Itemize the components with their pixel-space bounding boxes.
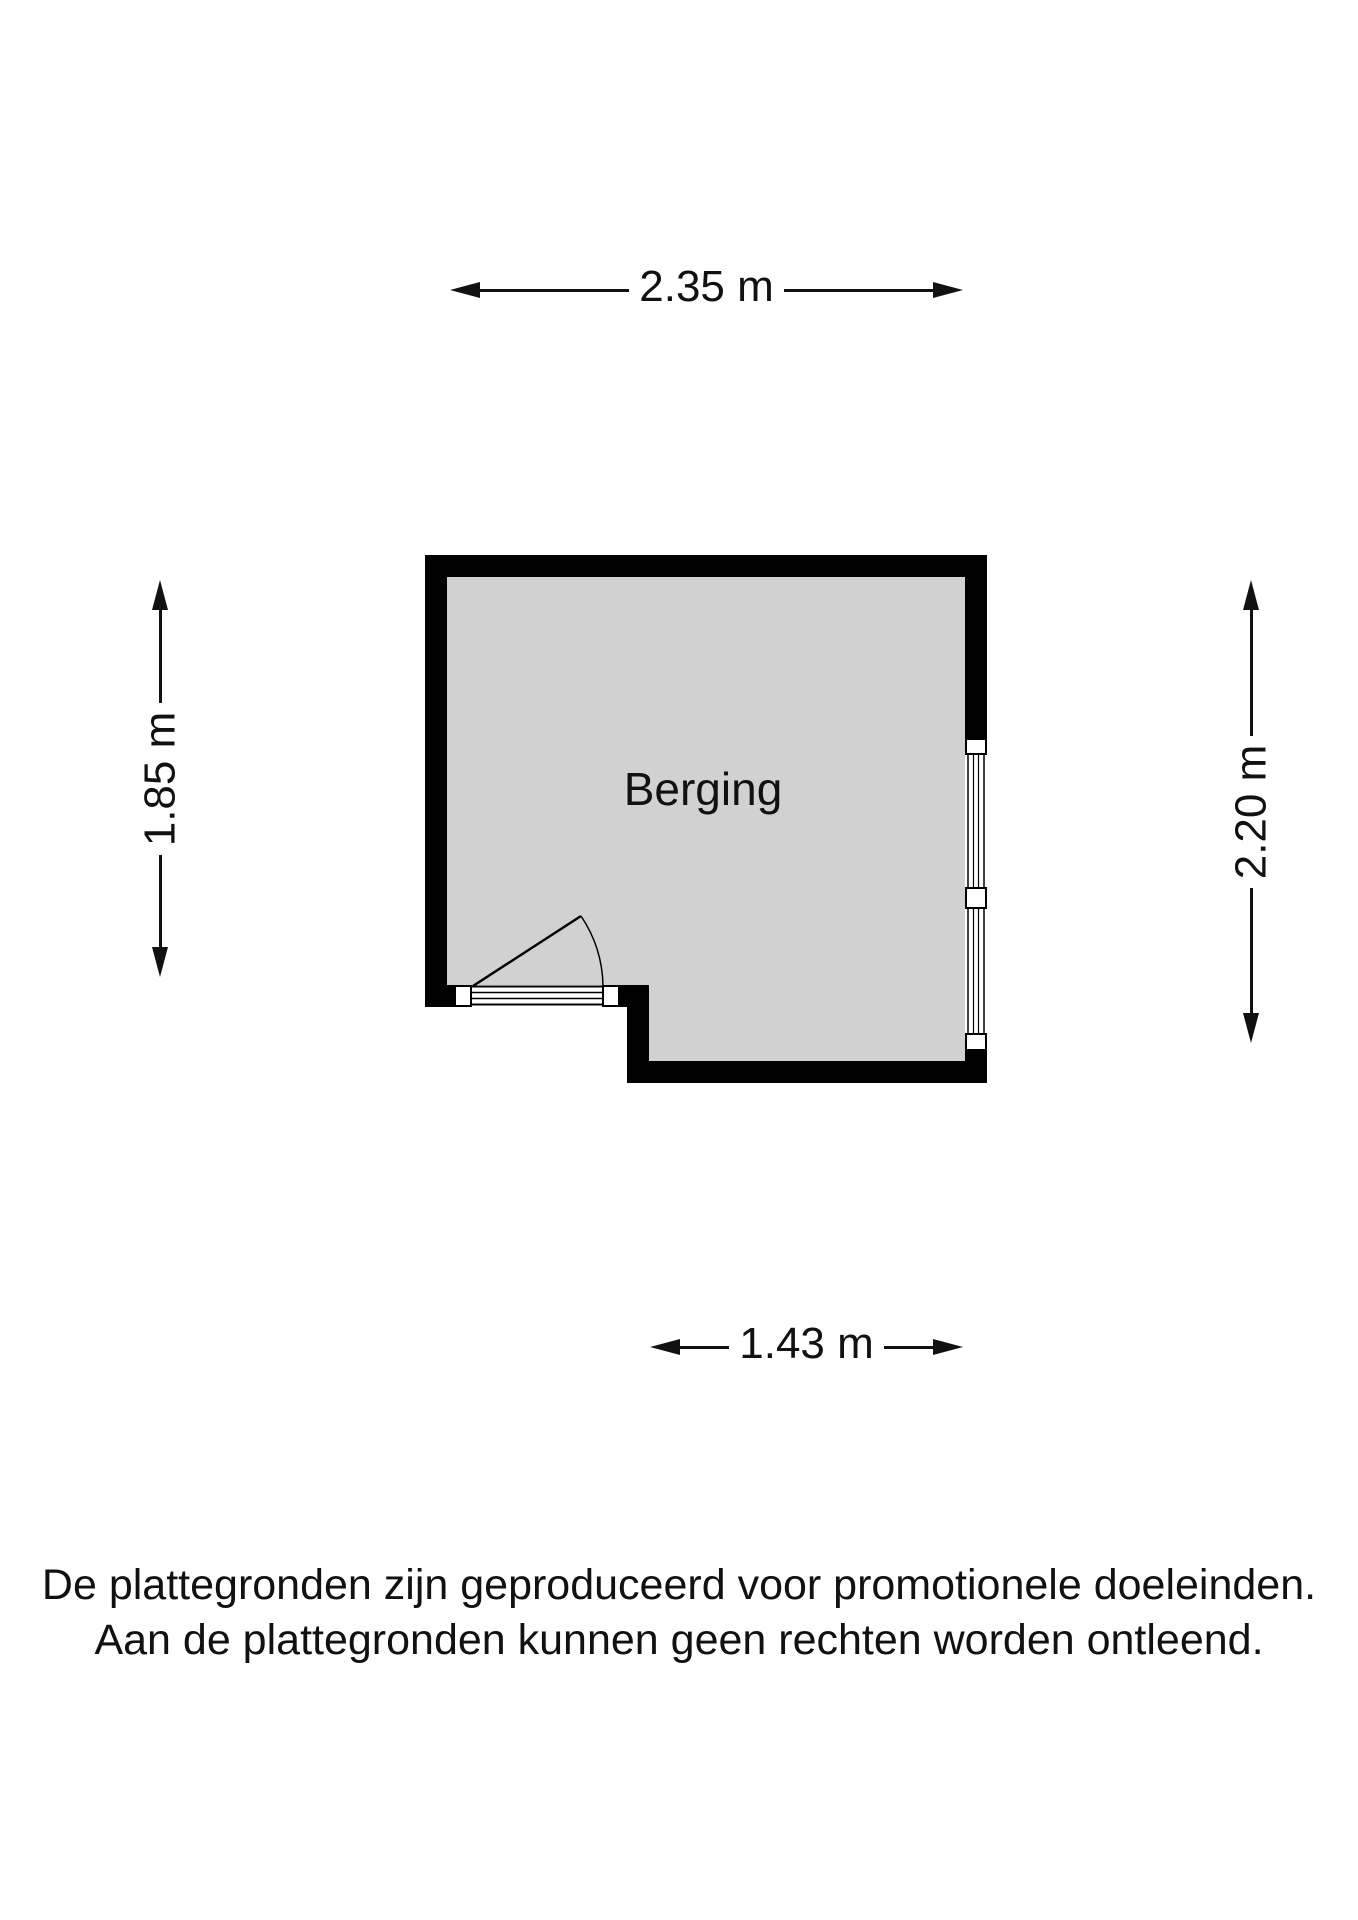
dimension-bottom: 1.43 m bbox=[650, 1319, 964, 1369]
dimension-line bbox=[1249, 887, 1253, 1013]
disclaimer-line-1: De plattegronden zijn geproduceerd voor … bbox=[41, 1561, 1317, 1609]
arrowhead-left-icon bbox=[450, 282, 480, 298]
arrowhead-down-icon bbox=[152, 947, 168, 977]
dimension-line bbox=[680, 1345, 730, 1349]
door-icon bbox=[454, 914, 620, 1007]
dimension-line bbox=[883, 1345, 934, 1349]
disclaimer: De plattegronden zijn geproduceerd voor … bbox=[0, 1558, 1358, 1668]
room-label: Berging bbox=[624, 763, 783, 815]
dimension-left: 1.85 m bbox=[135, 580, 185, 977]
disclaimer-line-2: Aan de plattegronden kunnen geen rechten… bbox=[94, 1616, 1264, 1665]
dimension-top: 2.35 m bbox=[450, 262, 964, 312]
room-floor bbox=[447, 577, 965, 1061]
window-icon bbox=[965, 738, 987, 1051]
dimension-bottom-label: 1.43 m bbox=[739, 1319, 874, 1368]
floorplan: Berging bbox=[425, 555, 987, 1083]
dimension-left-label: 1.85 m bbox=[135, 711, 185, 846]
dimension-line bbox=[1249, 610, 1253, 736]
dimension-right-label: 2.20 m bbox=[1226, 744, 1276, 879]
dimension-line bbox=[158, 854, 162, 947]
arrowhead-down-icon bbox=[1243, 1013, 1259, 1043]
dimension-line bbox=[480, 288, 630, 292]
dimension-line bbox=[158, 610, 162, 703]
arrowhead-up-icon bbox=[152, 580, 168, 610]
arrowhead-right-icon bbox=[933, 282, 964, 298]
arrowhead-right-icon bbox=[933, 1339, 964, 1355]
arrowhead-left-icon bbox=[650, 1339, 680, 1355]
dimension-right: 2.20 m bbox=[1226, 580, 1276, 1043]
dimension-top-label: 2.35 m bbox=[639, 262, 774, 311]
arrowhead-up-icon bbox=[1243, 580, 1259, 610]
dimension-line bbox=[783, 288, 934, 292]
